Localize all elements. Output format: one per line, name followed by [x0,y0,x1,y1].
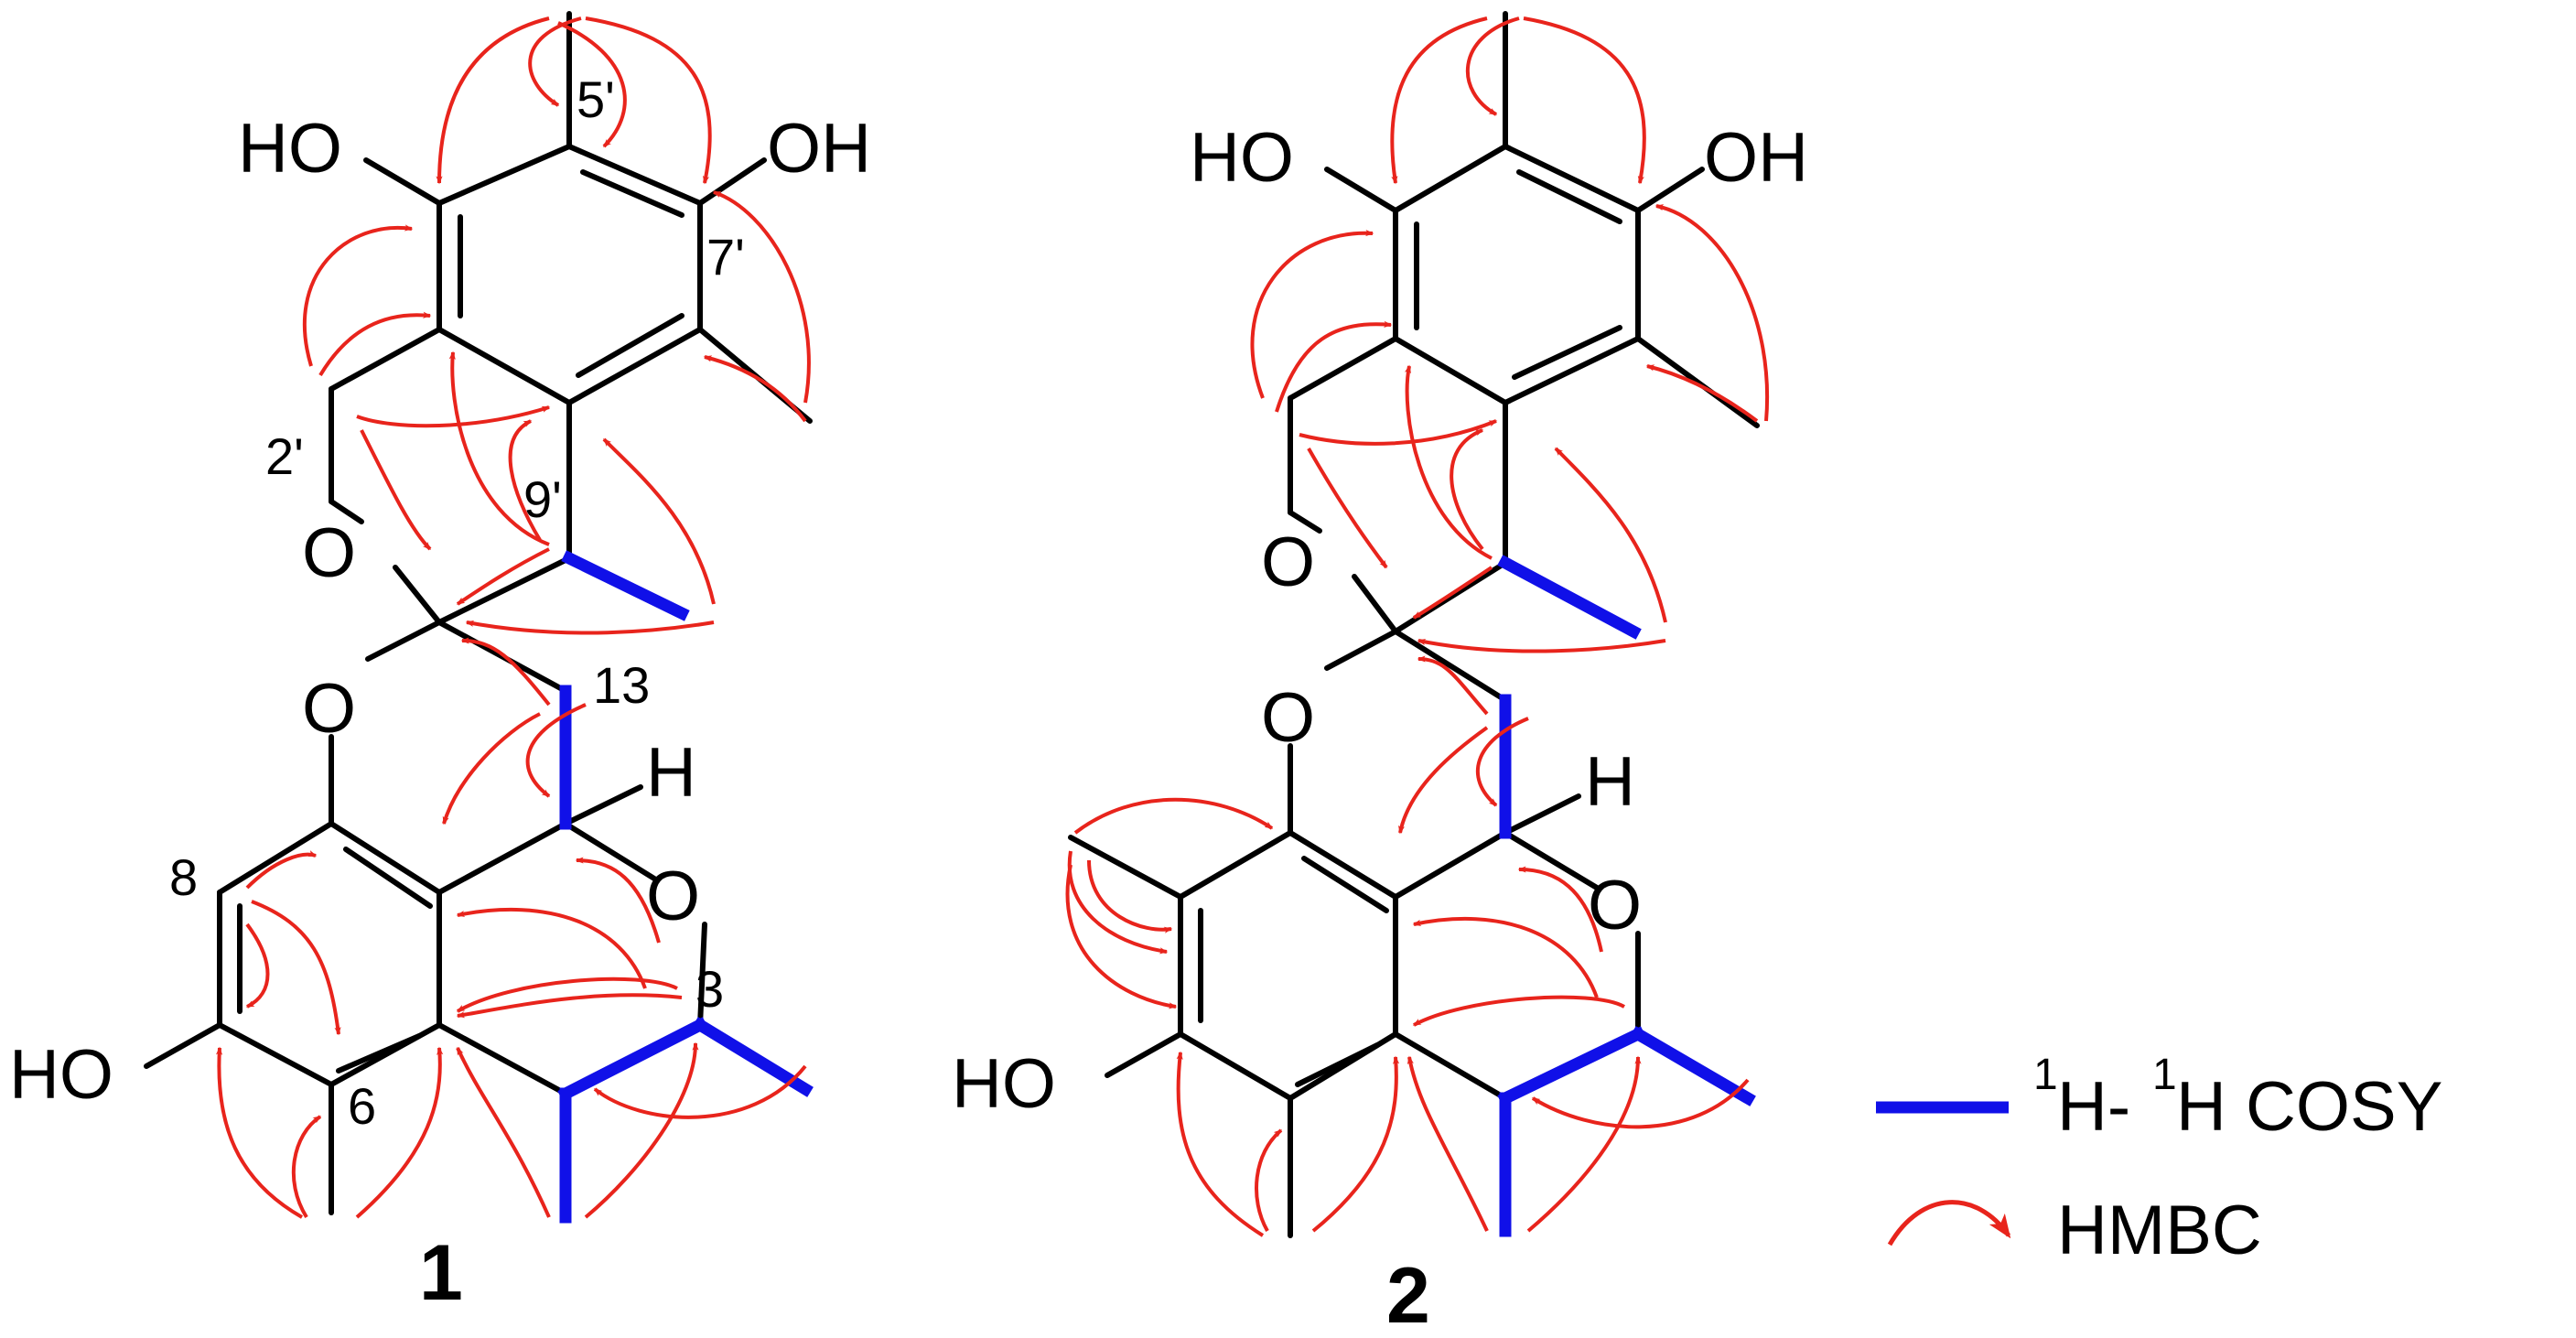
compound-2-hmbc-arrows [1065,16,1770,1237]
c1-label-oh-a: HO [238,110,342,188]
c1-num-9p: 9' [523,470,562,528]
c2-label-o-b: O [1261,679,1315,757]
c2-label-h: H [1585,743,1635,821]
compound-1-structure: HO OH O O O H HO 5' 7' 2' 9' 13 8 6 3 1 [9,11,871,1317]
c1-label-o-c: O [646,858,700,935]
compound-1-position-numbers: 5' 7' 2' 9' 13 8 6 3 [169,70,745,1135]
compound-1-hmbc-arrows [215,16,811,1219]
c1-label-h: H [646,734,696,812]
c1-label-o-b: O [302,670,356,748]
c2-label-o-c: O [1588,867,1642,944]
legend-cosy-label-b: H COSY [2176,1068,2442,1146]
c1-num-6: 6 [348,1077,376,1135]
c1-num-13: 13 [593,656,650,714]
c2-label-oh-c: HO [952,1045,1056,1123]
compound-2-atom-labels: HO OH O O O H HO [952,119,1808,1123]
c1-label-o-a: O [302,514,356,592]
c1-label-oh-c: HO [9,1036,113,1114]
legend-cosy-label-a: H- [2057,1068,2130,1146]
compound-2-bonds [1068,11,1760,1238]
legend: 1 H- 1 H COSY HMBC [1876,1051,2442,1269]
legend-cosy-superscript-b: 1 [2152,1051,2177,1099]
compound-2-cosy-bonds [1497,555,1756,1237]
c1-num-5p: 5' [577,70,615,128]
c1-label-oh-b: OH [767,110,871,188]
legend-cosy-superscript-a: 1 [2033,1051,2058,1099]
compound-2-number: 2 [1386,1252,1430,1338]
legend-hmbc-swatch [1887,1200,2011,1246]
compound-1-atom-labels: HO OH O O O H HO [9,110,871,1114]
compound-1-number: 1 [419,1229,463,1317]
c2-label-oh-b: OH [1704,119,1808,197]
legend-hmbc-label: HMBC [2057,1192,2262,1269]
c1-num-2p: 2' [265,427,304,485]
c2-label-oh-a: HO [1190,119,1294,197]
compound-2-structure: HO OH O O O H HO 2 [952,11,1808,1338]
c1-num-3: 3 [695,960,724,1018]
c1-num-7p: 7' [706,228,745,286]
c2-label-o-a: O [1261,523,1315,601]
c1-num-8: 8 [169,848,198,906]
